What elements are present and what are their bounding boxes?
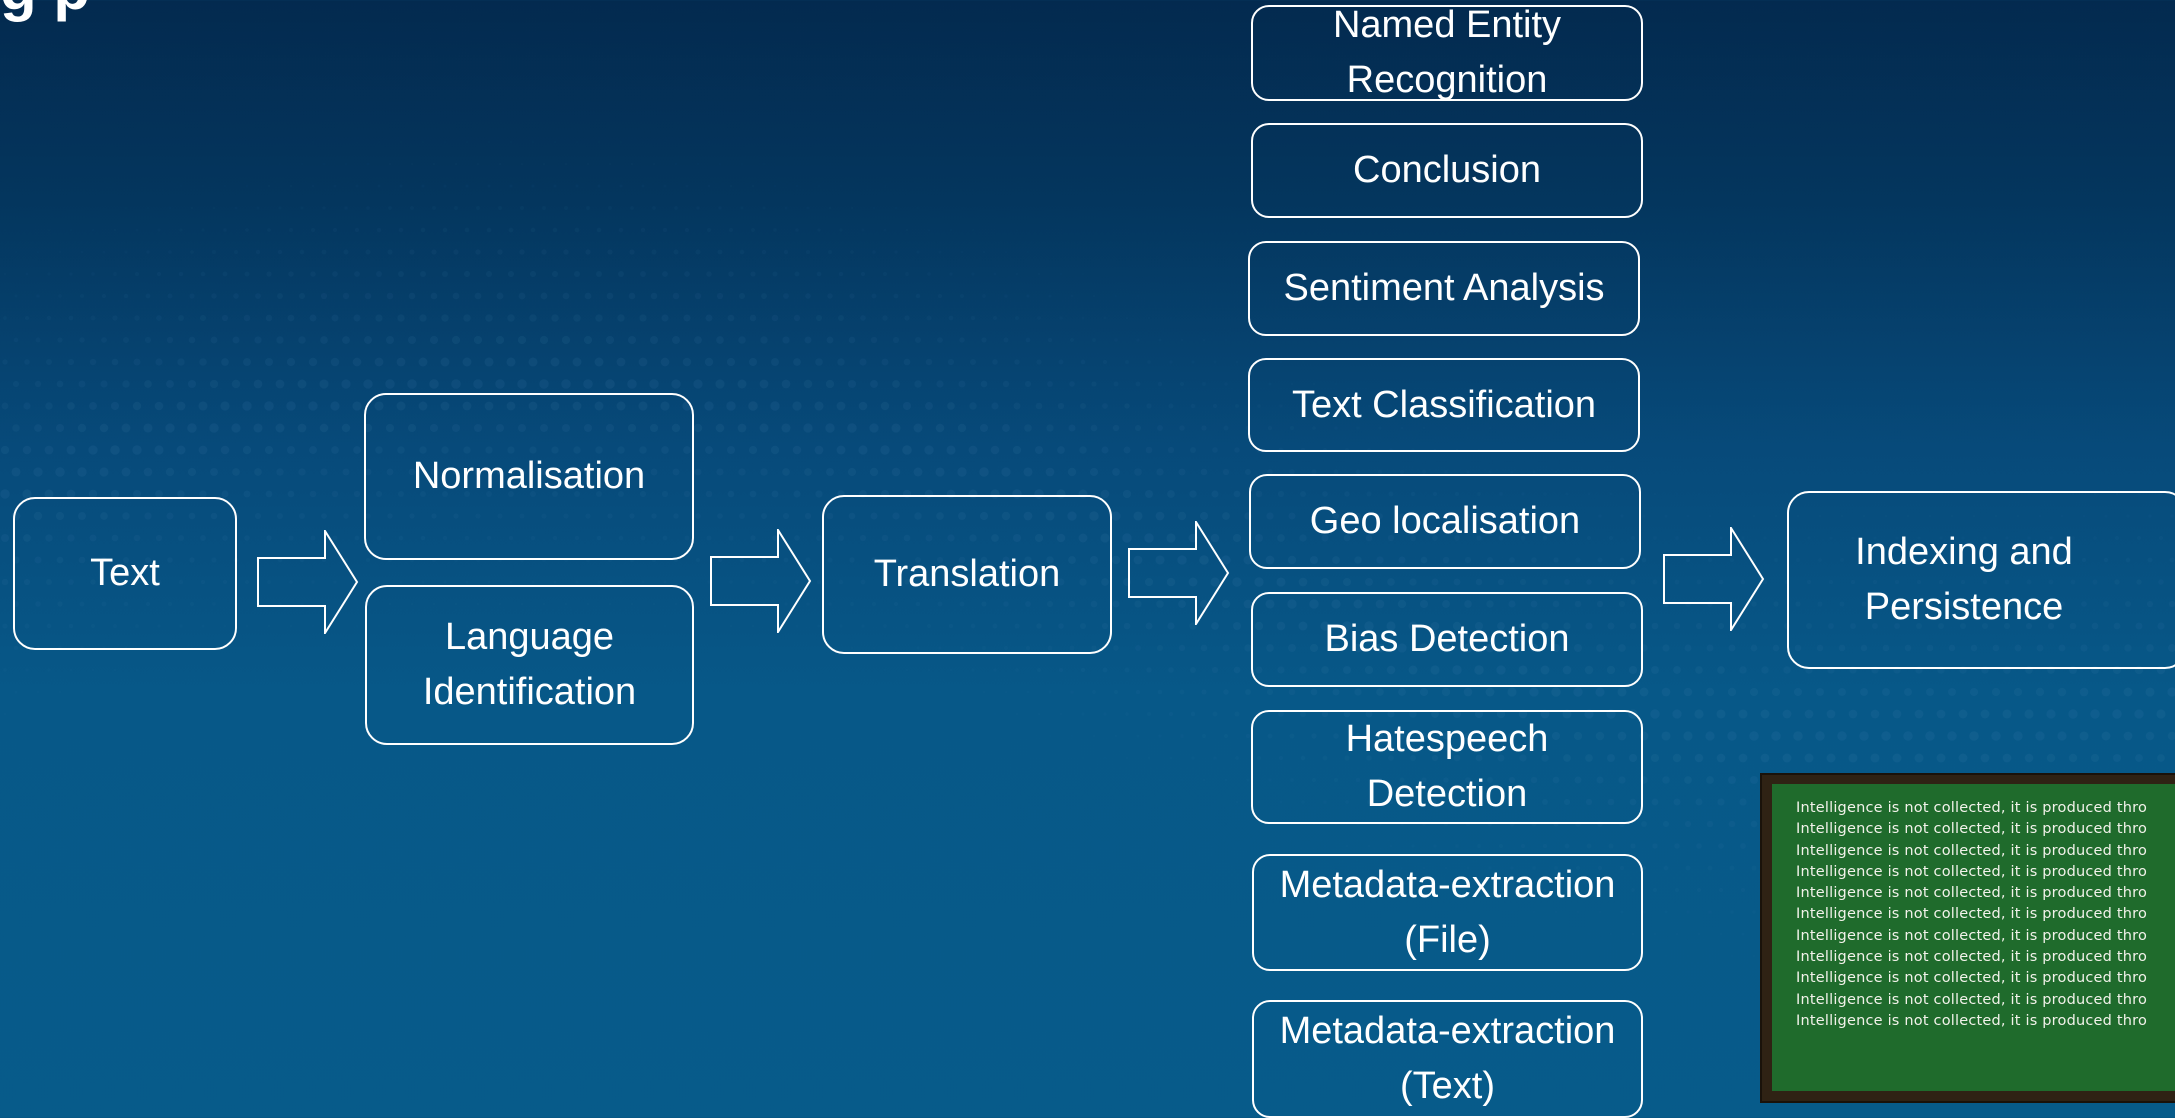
flow-arrow-4 bbox=[1663, 527, 1765, 631]
indexing-persistence-label: Indexing and Persistence bbox=[1855, 531, 2073, 628]
step-metadata-extraction-file: Metadata-extraction (File) bbox=[1252, 854, 1643, 971]
chalk-line: Intelligence is not collected, it is pro… bbox=[1796, 906, 2148, 923]
step-label: Hatespeech Detection bbox=[1345, 718, 1549, 815]
step-label: Sentiment Analysis bbox=[1283, 267, 1605, 309]
step-sentiment-analysis: Sentiment Analysis bbox=[1248, 241, 1640, 336]
indexing-persistence-box: Indexing and Persistence bbox=[1787, 491, 2175, 669]
input-text-label: Text bbox=[90, 552, 160, 594]
flow-arrow-3 bbox=[1128, 521, 1230, 625]
chalk-line: Intelligence is not collected, it is pro… bbox=[1796, 863, 2148, 880]
step-named-entity-recognition: Named Entity Recognition bbox=[1251, 4, 1643, 101]
chalkboard-surface: Intelligence is not collected, it is pro… bbox=[1772, 784, 2175, 1091]
chalk-line: Intelligence is not collected, it is pro… bbox=[1796, 885, 2148, 902]
step-label: Conclusion bbox=[1353, 149, 1541, 191]
normalisation-label: Normalisation bbox=[412, 455, 646, 497]
chalk-line: Intelligence is not collected, it is pro… bbox=[1796, 949, 2148, 966]
chalk-line: Intelligence is not collected, it is pro… bbox=[1796, 970, 2148, 987]
step-label: Bias Detection bbox=[1324, 618, 1570, 660]
step-metadata-extraction-text: Metadata-extraction (Text) bbox=[1252, 1000, 1643, 1118]
flow-arrow-1 bbox=[257, 530, 359, 634]
translation-label: Translation bbox=[873, 553, 1061, 595]
step-label: Named Entity Recognition bbox=[1332, 4, 1562, 101]
translation-box: Translation bbox=[822, 495, 1112, 654]
step-bias-detection: Bias Detection bbox=[1251, 592, 1643, 687]
language-identification-label: Language Identification bbox=[422, 616, 637, 713]
step-label: Text Classification bbox=[1291, 383, 1597, 426]
chalk-line: Intelligence is not collected, it is pro… bbox=[1796, 800, 2148, 816]
chalk-line: Intelligence is not collected, it is pro… bbox=[1796, 821, 2148, 838]
flow-arrow-2 bbox=[710, 529, 812, 633]
step-text-classification: Text Classification bbox=[1248, 358, 1640, 452]
normalisation-box: Normalisation bbox=[364, 393, 694, 560]
slide-title-fragment: g p bbox=[0, 0, 90, 19]
chalk-line: Intelligence is not collected, it is pro… bbox=[1796, 1012, 2148, 1029]
step-conclusion: Conclusion bbox=[1251, 123, 1643, 218]
chalk-line: Intelligence is not collected, it is pro… bbox=[1796, 991, 2148, 1008]
step-hatespeech-detection: Hatespeech Detection bbox=[1251, 710, 1643, 824]
step-label: Metadata-extraction (File) bbox=[1279, 863, 1616, 961]
step-label: Metadata-extraction (Text) bbox=[1279, 1010, 1616, 1107]
input-text-box: Text bbox=[13, 497, 237, 650]
chalkboard-image: Intelligence is not collected, it is pro… bbox=[1760, 773, 2175, 1103]
chalk-line: Intelligence is not collected, it is pro… bbox=[1796, 927, 2148, 944]
language-identification-box: Language Identification bbox=[365, 585, 694, 745]
chalk-line: Intelligence is not collected, it is pro… bbox=[1796, 842, 2148, 859]
step-label: Geo localisation bbox=[1309, 500, 1581, 542]
step-geo-localisation: Geo localisation bbox=[1249, 474, 1641, 569]
